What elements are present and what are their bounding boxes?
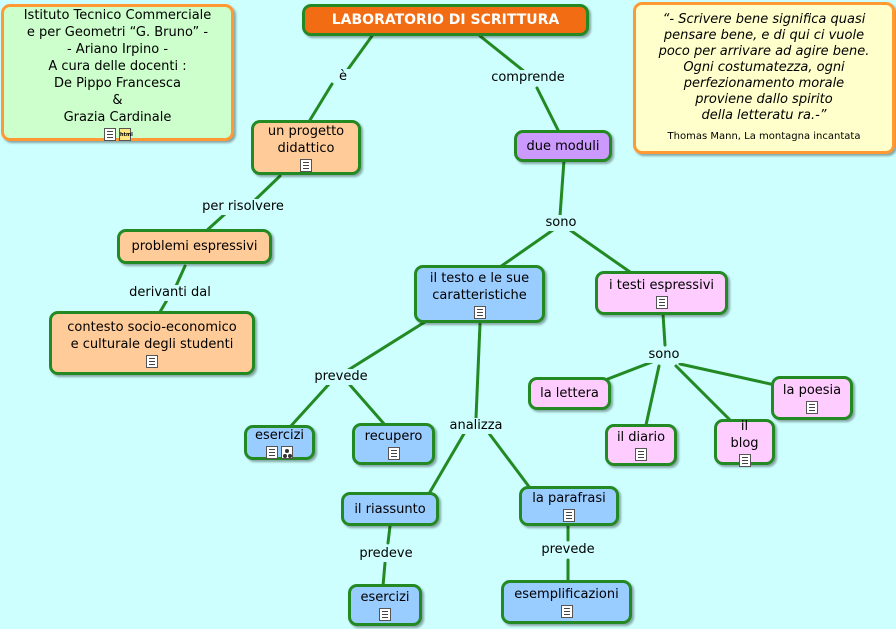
- node-esercizi-1[interactable]: esercizi: [244, 425, 315, 460]
- node-diario-attachments: [635, 448, 647, 461]
- node-contesto-label: contesto socio-economico e culturale deg…: [67, 319, 237, 352]
- node-esercizi-2[interactable]: esercizi: [348, 584, 422, 626]
- node-testo[interactable]: il testo e le sue caratteristiche: [414, 265, 545, 323]
- link-label-prevede-2: prevede: [538, 542, 598, 558]
- note-icon[interactable]: [655, 296, 668, 309]
- node-blog-label: il blog: [730, 418, 759, 451]
- node-moduli[interactable]: due moduli: [514, 130, 612, 162]
- node-poesia[interactable]: la poesia: [771, 376, 853, 420]
- node-poesia-attachments: [806, 401, 818, 414]
- link-label-comprende: comprende: [488, 70, 568, 86]
- node-esemplificazioni[interactable]: esemplificazioni: [501, 580, 632, 624]
- node-progetto[interactable]: un progetto didattico: [251, 120, 361, 175]
- node-riassunto-label: il riassunto: [354, 501, 426, 517]
- title-node[interactable]: LABORATORIO DI SCRITTURA: [302, 4, 589, 36]
- note-icon[interactable]: [635, 448, 647, 461]
- node-progetto-attachments: [300, 159, 312, 172]
- node-esemplificazioni-attachments: [560, 605, 573, 618]
- node-esercizi-1-attachments: [266, 445, 293, 459]
- node-espressivi-label: i testi espressivi: [609, 278, 714, 293]
- note-icon[interactable]: [387, 447, 400, 460]
- link-label-derivanti-dal: derivanti dal: [126, 285, 214, 301]
- link-label-per-risolvere: per risolvere: [199, 199, 287, 215]
- credits-attachments: [104, 127, 131, 141]
- node-riassunto[interactable]: il riassunto: [341, 492, 439, 526]
- quote-author: Thomas Mann, La montagna incantata: [667, 130, 861, 142]
- node-recupero-label: recupero: [364, 429, 423, 444]
- node-parafrasi[interactable]: la parafrasi: [519, 486, 619, 526]
- web-link-icon[interactable]: [281, 445, 293, 459]
- quote-text: “- Scrivere bene significa quasi pensare…: [658, 11, 870, 123]
- note-icon[interactable]: [473, 305, 486, 319]
- credits-note[interactable]: Istituto Tecnico Commerciale e per Geome…: [1, 4, 234, 141]
- node-progetto-label: un progetto didattico: [267, 124, 345, 156]
- node-esemplificazioni-label: esemplificazioni: [514, 587, 619, 602]
- node-blog-attachments: [738, 453, 751, 467]
- node-esercizi-2-attachments: [379, 608, 391, 621]
- html-icon[interactable]: [119, 127, 131, 141]
- note-icon[interactable]: [379, 608, 391, 621]
- link-label-sono-1: sono: [542, 215, 580, 231]
- note-icon[interactable]: [266, 445, 278, 459]
- credits-text: Istituto Tecnico Commerciale e per Geome…: [23, 7, 212, 125]
- node-diario-label: il diario: [616, 430, 666, 445]
- node-problemi[interactable]: problemi espressivi: [117, 229, 272, 264]
- node-contesto-attachments: [146, 354, 158, 368]
- node-recupero-attachments: [387, 447, 400, 460]
- node-lettera[interactable]: la lettera: [528, 377, 611, 410]
- link-label-e: è: [336, 69, 350, 85]
- note-icon[interactable]: [738, 453, 751, 467]
- note-icon[interactable]: [563, 509, 575, 522]
- node-esercizi-1-label: esercizi: [254, 427, 305, 443]
- node-contesto[interactable]: contesto socio-economico e culturale deg…: [49, 311, 255, 375]
- note-icon[interactable]: [146, 354, 158, 368]
- node-lettera-label: la lettera: [540, 386, 599, 401]
- node-problemi-label: problemi espressivi: [131, 239, 258, 254]
- node-esercizi-2-label: esercizi: [360, 590, 410, 605]
- node-diario[interactable]: il diario: [605, 424, 677, 466]
- note-icon[interactable]: [300, 159, 312, 172]
- node-recupero[interactable]: recupero: [352, 423, 435, 465]
- node-parafrasi-label: la parafrasi: [532, 491, 606, 506]
- node-parafrasi-attachments: [563, 509, 575, 522]
- node-testo-label: il testo e le sue caratteristiche: [429, 270, 530, 303]
- node-espressivi[interactable]: i testi espressivi: [595, 271, 728, 315]
- note-icon[interactable]: [560, 605, 573, 618]
- link-label-predeve: predeve: [356, 546, 416, 562]
- quote-note[interactable]: “- Scrivere bene significa quasi pensare…: [633, 2, 895, 154]
- node-espressivi-attachments: [655, 296, 668, 309]
- link-label-prevede-1: prevede: [311, 369, 371, 385]
- title-text: LABORATORIO DI SCRITTURA: [331, 11, 560, 28]
- note-icon[interactable]: [104, 127, 116, 141]
- node-poesia-label: la poesia: [782, 383, 842, 398]
- node-blog[interactable]: il blog: [714, 418, 775, 467]
- link-label-analizza: analizza: [446, 418, 506, 434]
- link-label-sono-2: sono: [645, 347, 683, 363]
- node-testo-attachments: [473, 305, 486, 319]
- node-moduli-label: due moduli: [526, 138, 600, 154]
- note-icon[interactable]: [806, 401, 818, 414]
